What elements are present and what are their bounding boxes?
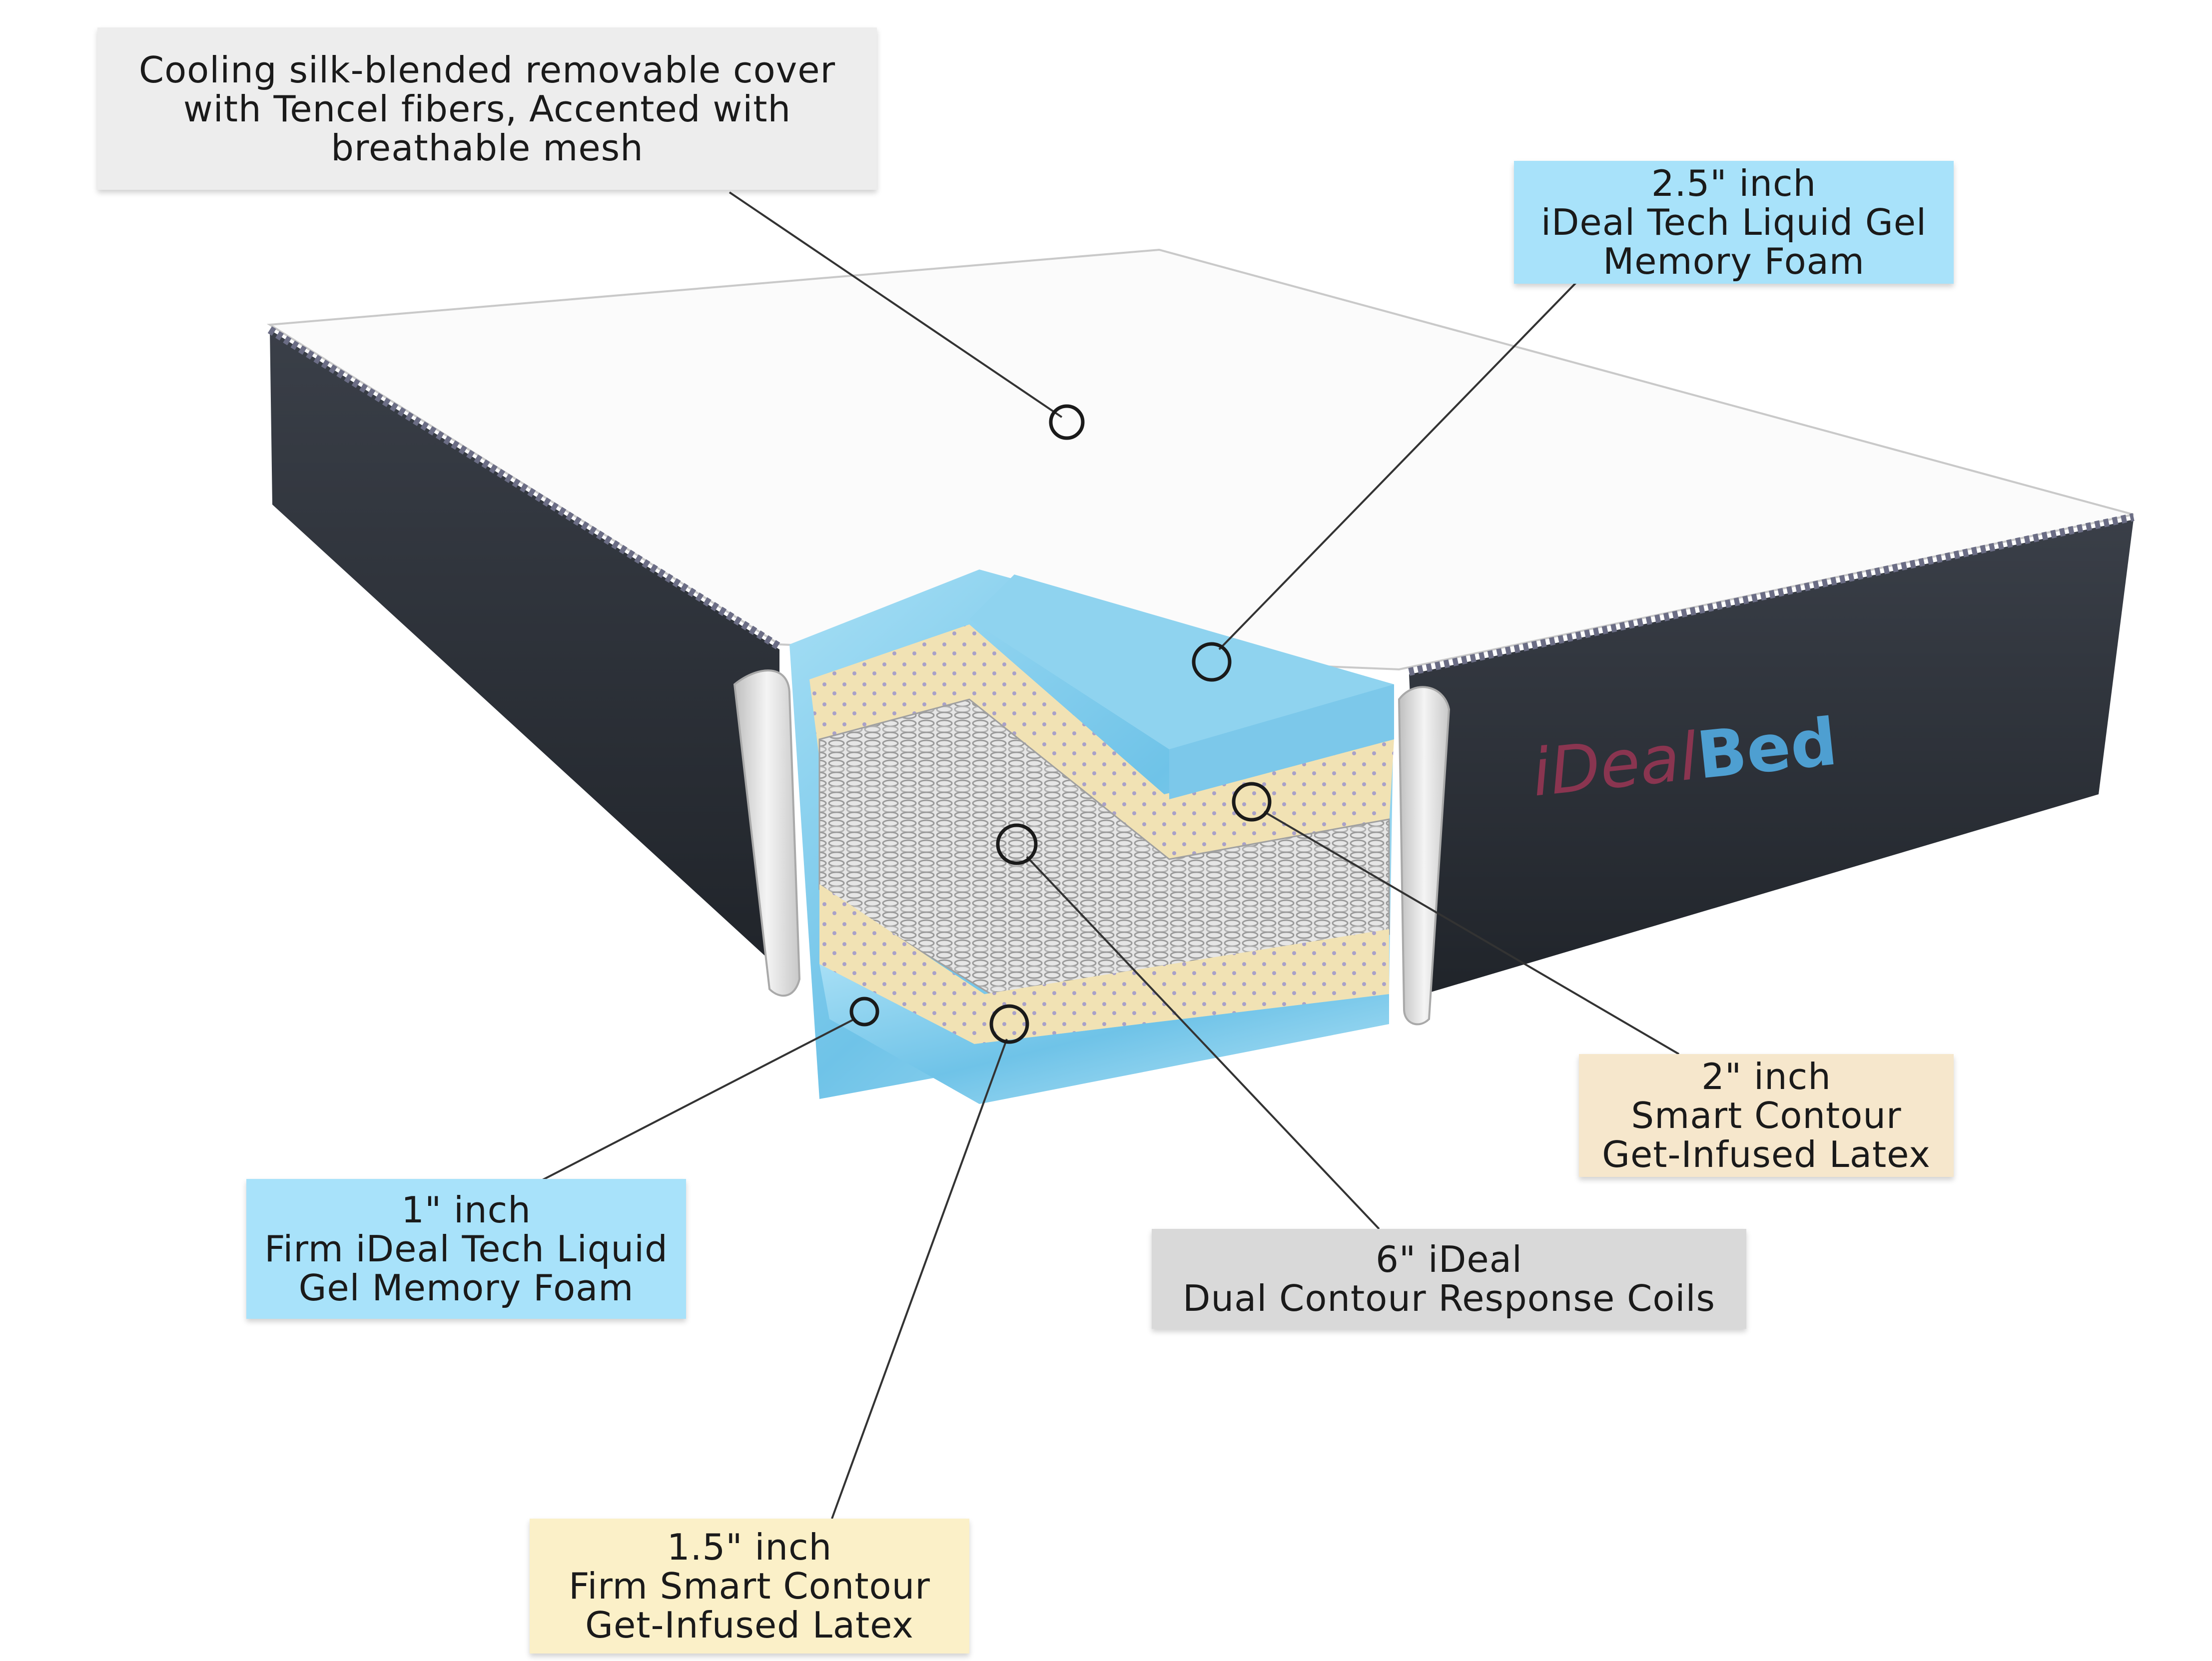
- label-line: iDeal Tech Liquid Gel: [1540, 201, 1927, 243]
- label-line: 1.5" inch: [667, 1526, 832, 1568]
- callout-marker-bottom-latex: [989, 1004, 1029, 1044]
- leader-lines: [534, 191, 1680, 1519]
- mattress-left-side: [270, 330, 779, 969]
- label-bottom-latex: 1.5" inch Firm Smart Contour Get-Infused…: [530, 1519, 969, 1654]
- label-line: breathable mesh: [331, 126, 644, 169]
- label-line: Get-Infused Latex: [1602, 1133, 1931, 1175]
- cutaway-bottom-gel: [819, 964, 1389, 1104]
- label-line: with Tencel fibers, Accented with: [183, 87, 791, 130]
- label-line: Memory Foam: [1603, 240, 1865, 282]
- cover-flap-left: [733, 669, 801, 997]
- callout-marker-bottom-gel: [849, 997, 879, 1027]
- label-coils: 6" iDeal Dual Contour Response Coils: [1152, 1229, 1746, 1329]
- callout-marker-top-gel: [1192, 642, 1232, 682]
- label-cover: Cooling silk-blended removable cover wit…: [97, 27, 877, 190]
- cutaway-top-gel-block: [969, 574, 1394, 749]
- label-top-latex: 2" inch Smart Contour Get-Infused Latex: [1579, 1054, 1954, 1177]
- label-line: Firm Smart Contour: [569, 1565, 930, 1607]
- mattress-trim-right: [1408, 513, 2135, 676]
- callout-marker-coils: [996, 823, 1038, 865]
- label-line: 1" inch: [401, 1189, 531, 1231]
- label-top-gel-foam: 2.5" inch iDeal Tech Liquid Gel Memory F…: [1514, 161, 1954, 284]
- brand-logo-part2: Bed: [1693, 703, 1841, 794]
- cutaway-bottom-latex: [819, 884, 1389, 1044]
- label-line: 6" iDeal: [1376, 1238, 1522, 1280]
- mattress-trim-left: [267, 326, 782, 650]
- label-line: Firm iDeal Tech Liquid: [264, 1228, 668, 1270]
- callout-marker-cover: [1049, 404, 1085, 440]
- label-line: Dual Contour Response Coils: [1183, 1277, 1715, 1319]
- label-line: Cooling silk-blended removable cover: [138, 48, 836, 91]
- cover-flap-right: [1398, 686, 1451, 1026]
- label-line: Gel Memory Foam: [298, 1267, 634, 1309]
- callout-marker-top-latex: [1232, 782, 1272, 822]
- mattress-front-side: [1409, 520, 2134, 994]
- label-line: Get-Infused Latex: [585, 1604, 914, 1646]
- label-line: Smart Contour: [1631, 1095, 1902, 1136]
- label-line: 2.5" inch: [1651, 162, 1817, 204]
- label-bottom-gel-foam: 1" inch Firm iDeal Tech Liquid Gel Memor…: [246, 1179, 686, 1319]
- label-line: 2" inch: [1701, 1056, 1831, 1098]
- cutaway-top-gel-front: [1169, 684, 1394, 799]
